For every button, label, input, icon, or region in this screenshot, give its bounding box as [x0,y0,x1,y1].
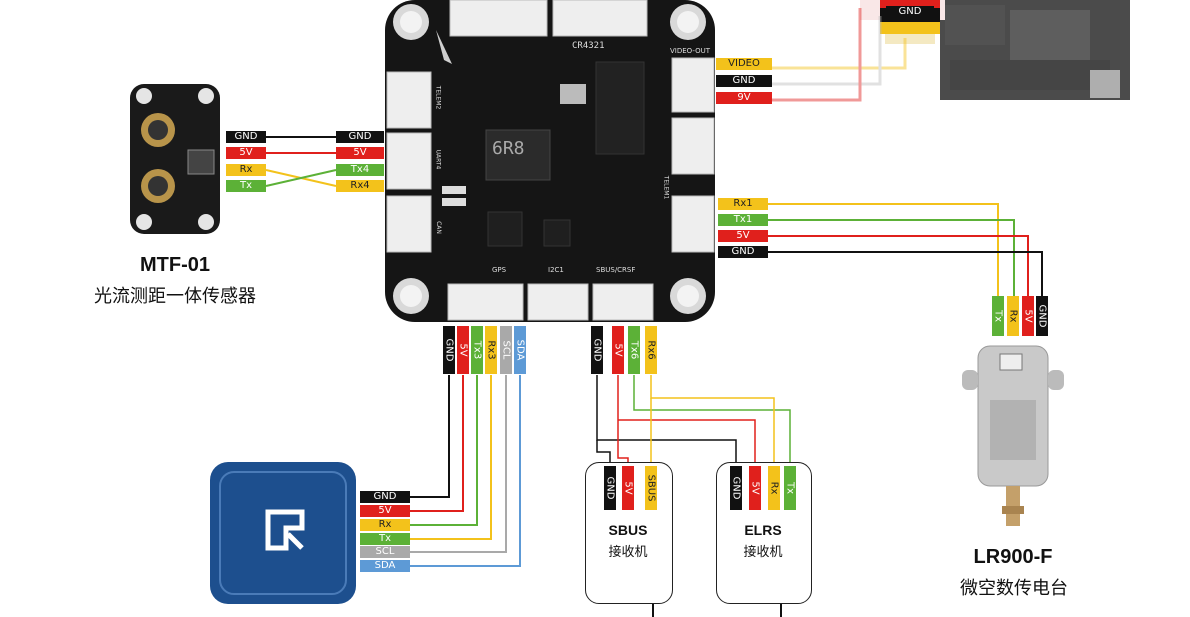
video-pin-gnd: GND [716,75,772,87]
fc-uart4-pin-tx4: Tx4 [336,164,384,176]
lr900-pin-tx: Tx [992,296,1004,336]
fc-gps-pin-sda: SDA [514,326,526,374]
mtf-pin-5v: 5V [226,147,266,159]
elrs-receiver-title: ELRS [744,522,782,538]
lr900-pin-gnd: GND [1036,296,1048,336]
elrs-rx-pin-rx: Rx [768,466,780,510]
lr900-title: LR900-F [973,546,1053,568]
telem1-wires [768,203,1043,296]
mtf-pin-gnd: GND [226,131,266,143]
lr900-description: 微空数传电台 [960,578,1068,599]
fc-sbus-pin-gnd: GND [591,326,603,374]
fc-i2c-label: I2C1 [548,266,564,274]
telem1-pin-5v: 5V [718,230,768,242]
fc-sbus-pin-rx6: Rx6 [645,326,657,374]
sbus-rx-pin-sbus: SBUS [645,466,657,510]
gps-wires [410,375,521,567]
mtf-pin-rx: Rx [226,164,266,176]
video-pin-9v: 9V [716,92,772,104]
telem1-pin-rx1: Rx1 [718,198,768,210]
fc-video-out-label: VIDEO-OUT [670,47,711,55]
radio-telemetry-module-icon [962,345,1064,487]
fc-uart4-pin-gnd: GND [336,131,384,143]
gps-pin-sda: SDA [360,560,410,572]
mtf-pin-tx: Tx [226,180,266,192]
video-pin-video: VIDEO [716,58,772,70]
fc-uart4-pin-rx4: Rx4 [336,180,384,192]
sbus-rx-pin-gnd: GND [604,466,616,510]
fc-uart4-label: UART4 [434,149,442,170]
fc-telem1-label: TELEM1 [662,175,670,200]
fc-chip-label: CR4321 [572,41,605,51]
gps-pin-gnd: GND [360,491,410,503]
receiver-wires [596,375,791,466]
optical-flow-sensor-icon [130,84,220,234]
fc-uart4-pin-5v: 5V [336,147,384,159]
antenna-icon [1002,486,1024,526]
mtf-wires [265,136,337,187]
vtx-pin-gnd: GND [886,6,934,18]
mtf01-title: MTF-01 [140,254,210,276]
fc-sbus-pin-5v: 5V [612,326,624,374]
video-wires [772,8,907,102]
lr900-pin-5v: 5V [1022,296,1034,336]
elrs-receiver-description: 接收机 [743,545,783,560]
mtf01-description: 光流测距一体传感器 [94,286,256,307]
fc-gps-pin-5v: 5V [457,326,469,374]
fc-gps-pin-scl: SCL [500,326,512,374]
gps-module-icon [210,462,356,604]
sbus-receiver-description: 接收机 [608,545,648,560]
gps-pin-rx: Rx [360,519,410,531]
elrs-rx-pin-5v: 5V [749,466,761,510]
elrs-rx-pin-gnd: GND [730,466,742,510]
fc-telem2-label: TELEM2 [434,85,442,110]
sbus-receiver-title: SBUS [608,522,648,538]
gps-pin-scl: SCL [360,546,410,558]
fc-sbus-label: SBUS/CRSF [596,266,636,274]
telem1-pin-gnd: GND [718,246,768,258]
telem1-pin-tx1: Tx1 [718,214,768,226]
sbus-rx-pin-5v: 5V [622,466,634,510]
fc-inductor-label: 6R8 [492,138,525,159]
gps-pin-5v: 5V [360,505,410,517]
elrs-rx-pin-tx: Tx [784,466,796,510]
gps-pin-tx: Tx [360,533,410,545]
fc-gps-pin-gnd: GND [443,326,455,374]
fc-can-label: CAN [434,221,442,234]
fc-gps-label: GPS [492,266,507,274]
fc-gps-pin-rx3: Rx3 [485,326,497,374]
fc-gps-pin-tx3: Tx3 [471,326,483,374]
fc-sbus-pin-tx6: Tx6 [628,326,640,374]
lr900-pin-rx: Rx [1007,296,1019,336]
flight-controller-board-icon [385,0,715,322]
